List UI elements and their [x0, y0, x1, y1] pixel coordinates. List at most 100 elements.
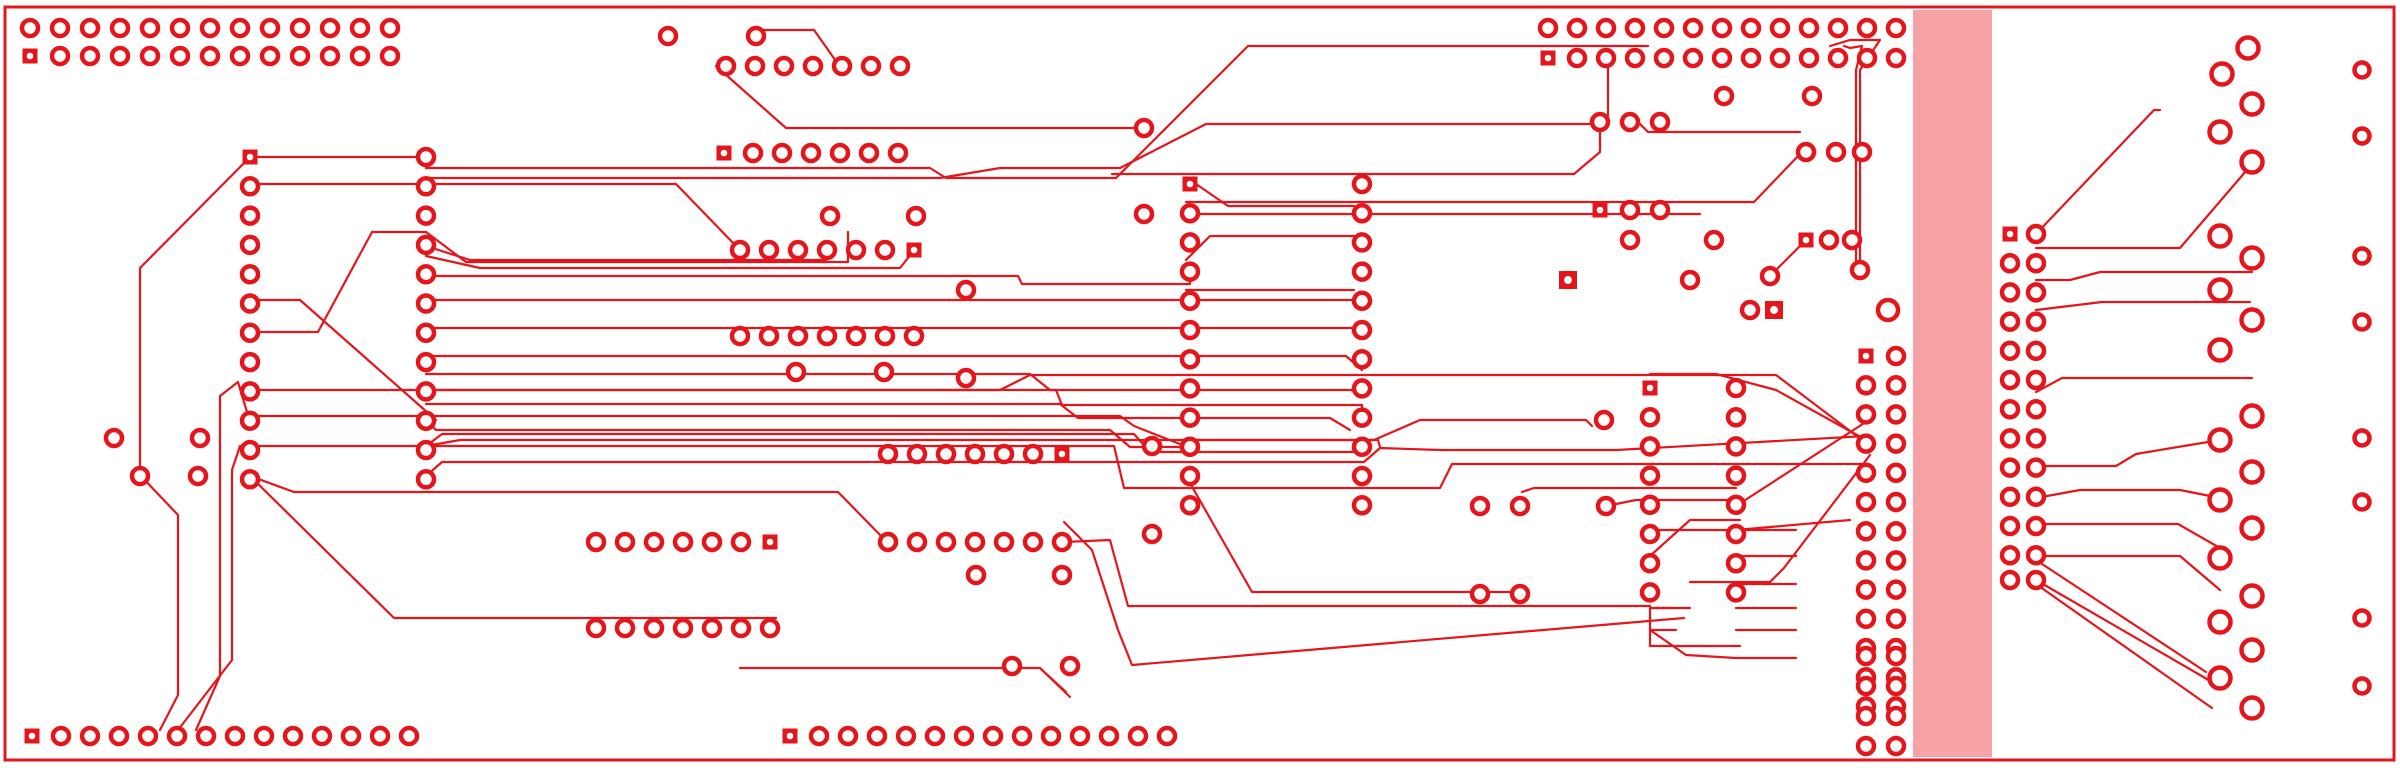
pad-drill-hole	[1564, 276, 1572, 284]
circle-pad-icon	[1740, 17, 1762, 39]
circle-pad-icon	[1769, 47, 1791, 69]
circle-pad-icon	[955, 279, 977, 301]
circle-pad-icon	[1856, 17, 1878, 39]
circle-pad-icon	[1051, 564, 1073, 586]
copper-trace	[1842, 44, 1864, 272]
circle-pad-icon	[311, 725, 333, 747]
circle-pad-icon	[1798, 17, 1820, 39]
circle-pad-icon	[1624, 47, 1646, 69]
copper-trace	[248, 474, 778, 620]
circle-pad-icon	[2239, 307, 2265, 333]
circle-pad-icon	[1885, 374, 1907, 396]
circle-pad-icon	[1351, 319, 1373, 341]
circle-pad-icon	[139, 17, 161, 39]
circle-pad-icon	[199, 17, 221, 39]
circle-pad-icon	[50, 725, 72, 747]
circle-pad-icon	[758, 325, 780, 347]
circle-pad-icon	[1639, 465, 1661, 486]
circle-pad-icon	[1855, 550, 1877, 571]
copper-trace	[1604, 498, 1738, 508]
copper-trace	[2034, 558, 2208, 674]
copper-trace	[1648, 518, 1742, 558]
circle-pad-icon	[2207, 277, 2233, 303]
circle-pad-icon	[2025, 515, 2047, 537]
copper-trace	[1648, 628, 1798, 660]
circle-pad-icon	[1619, 111, 1641, 133]
circle-pad-icon	[289, 45, 311, 67]
circle-pad-icon	[1469, 583, 1491, 605]
circle-pad-icon	[1069, 725, 1091, 747]
circle-pad-icon	[2352, 60, 2372, 80]
pad-drill-hole	[1544, 54, 1552, 62]
circle-pad-icon	[701, 531, 723, 553]
pad-drill-hole	[1646, 384, 1654, 392]
circle-pad-icon	[1351, 290, 1373, 312]
circle-pad-icon	[1875, 297, 1901, 323]
circle-pad-icon	[108, 725, 130, 747]
circle-pad-icon	[1022, 531, 1044, 553]
circle-pad-icon	[1509, 495, 1531, 517]
circle-pad-icon	[79, 725, 101, 747]
circle-pad-icon	[1827, 47, 1849, 69]
circle-pad-icon	[1855, 374, 1877, 396]
circle-pad-icon	[239, 381, 261, 402]
circle-pad-icon	[109, 17, 131, 39]
copper-trace	[1688, 453, 1872, 584]
circle-pad-icon	[729, 239, 751, 261]
circle-pad-icon	[2352, 246, 2372, 266]
copper-trace	[1184, 438, 1382, 449]
circle-pad-icon	[1999, 515, 2021, 537]
circle-pad-icon	[1885, 345, 1907, 367]
circle-pad-icon	[2025, 544, 2047, 566]
circle-pad-icon	[2025, 369, 2047, 391]
circle-pad-icon	[1595, 47, 1617, 69]
pad-drill-hole	[720, 149, 728, 157]
copper-trace	[1734, 518, 1852, 532]
circle-pad-icon	[415, 234, 437, 256]
circle-pad-icon	[771, 142, 793, 164]
circle-pad-icon	[1593, 409, 1615, 431]
circle-pad-icon	[1639, 406, 1661, 428]
circle-pad-icon	[1725, 494, 1747, 516]
circle-pad-icon	[229, 45, 251, 67]
copper-trace	[138, 155, 252, 732]
circle-pad-icon	[139, 45, 161, 67]
circle-pad-icon	[906, 531, 928, 553]
circle-pad-icon	[1011, 725, 1033, 747]
circle-pad-icon	[2207, 337, 2233, 363]
circle-pad-icon	[924, 725, 946, 747]
circle-pad-icon	[903, 325, 925, 347]
circle-pad-icon	[1855, 462, 1877, 484]
circle-pad-icon	[349, 17, 371, 39]
copper-trace	[424, 58, 1610, 180]
circle-pad-icon	[816, 239, 838, 261]
circle-pad-icon	[1999, 486, 2021, 508]
pad-drill-hole	[1802, 236, 1810, 244]
copper-trace	[2034, 376, 2254, 394]
circle-pad-icon	[1001, 655, 1023, 677]
circle-pad-icon	[1179, 202, 1201, 224]
circle-pad-icon	[874, 325, 896, 347]
pad-drill-hole	[766, 538, 774, 546]
circle-pad-icon	[744, 55, 766, 77]
copper-trace	[2034, 300, 2252, 312]
circle-pad-icon	[79, 17, 101, 39]
circle-pad-icon	[1885, 645, 1907, 667]
circle-pad-icon	[672, 617, 694, 639]
circle-pad-icon	[993, 443, 1015, 465]
circle-pad-icon	[965, 564, 987, 586]
pad-drill-hole	[786, 732, 794, 740]
circle-pad-icon	[808, 725, 830, 747]
circle-pad-icon	[953, 725, 975, 747]
circle-pad-icon	[415, 351, 437, 373]
circle-pad-icon	[2207, 609, 2233, 635]
circle-pad-icon	[873, 361, 895, 383]
circle-pad-icon	[935, 531, 957, 553]
circle-pad-icon	[1639, 582, 1661, 603]
circle-pad-icon	[1885, 491, 1907, 513]
copper-trace	[2034, 488, 2232, 502]
copper-trace	[424, 246, 918, 270]
copper-trace	[424, 402, 1352, 432]
circle-pad-icon	[49, 17, 71, 39]
circle-pad-icon	[398, 725, 420, 747]
